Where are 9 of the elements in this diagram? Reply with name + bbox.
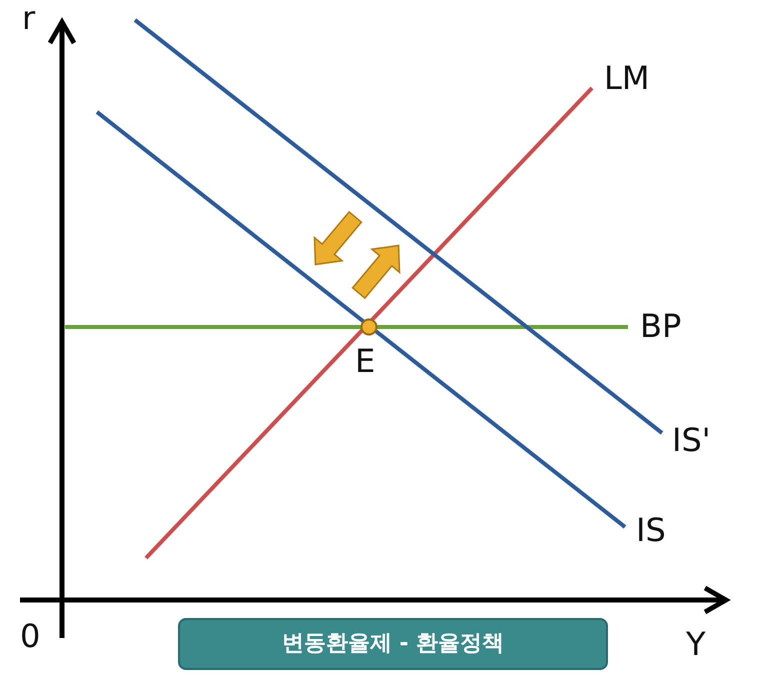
origin-label: 0 [20, 618, 40, 654]
curve-label: IS' [672, 422, 711, 458]
curve-label: BP [640, 308, 682, 344]
axis-label: r [22, 0, 36, 36]
curve-label: LM [604, 60, 650, 96]
curve-label: IS [636, 512, 666, 548]
title-banner: 변동환율제 - 환율정책 [178, 618, 608, 670]
axis-label: Y [686, 626, 706, 662]
point-label: E [355, 343, 376, 379]
